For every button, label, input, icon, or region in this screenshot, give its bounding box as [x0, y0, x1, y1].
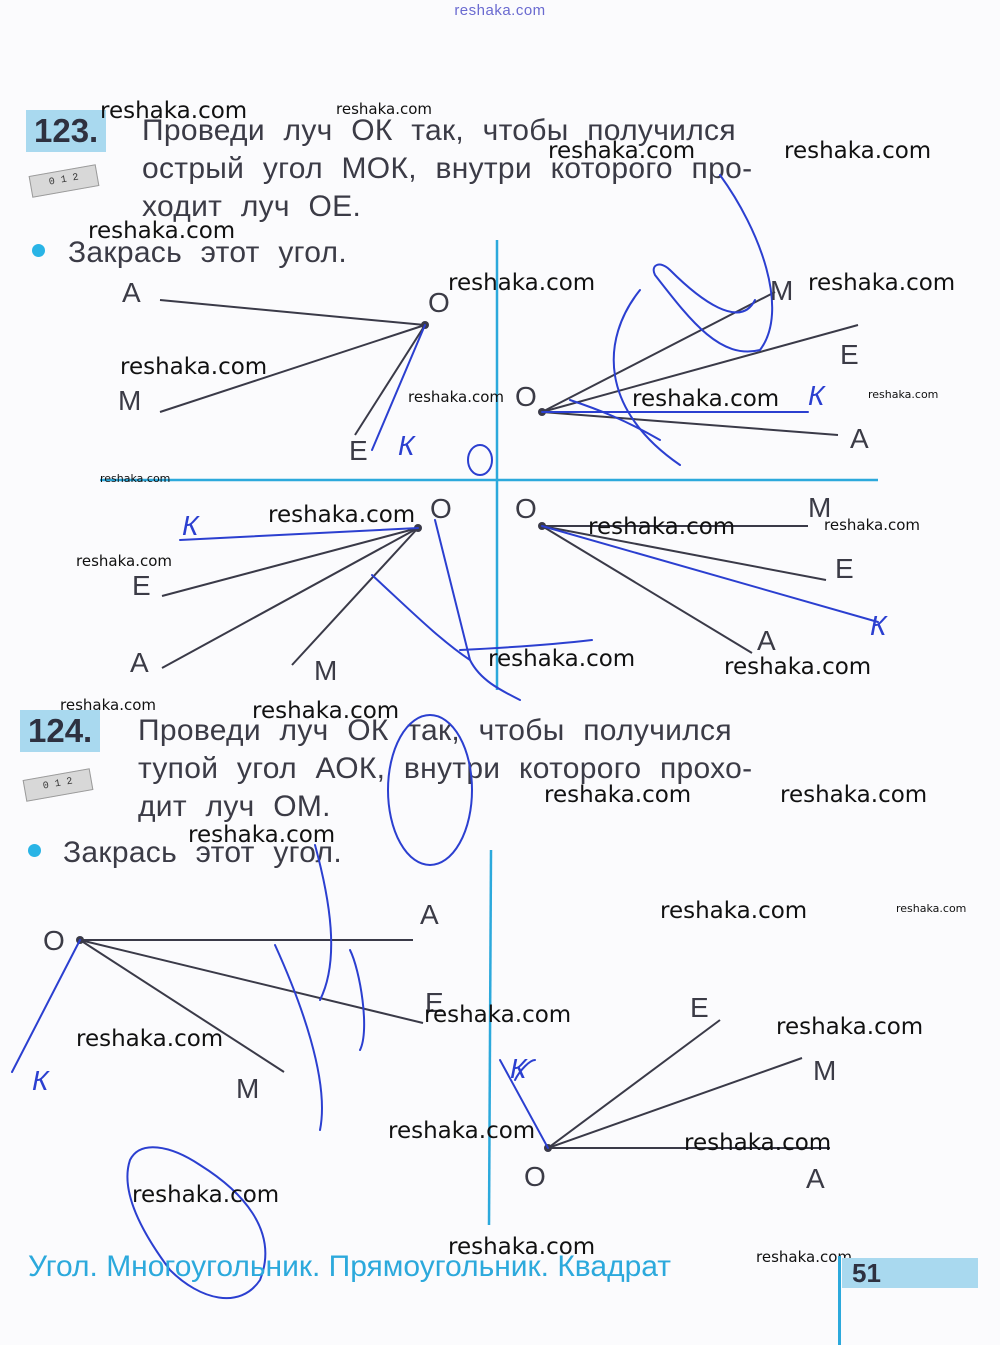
- watermark: reshaka.com: [824, 516, 920, 534]
- watermark: reshaka.com: [488, 646, 636, 672]
- watermark: reshaka.com: [448, 270, 596, 296]
- label-m: М: [118, 385, 141, 416]
- label-m: М: [770, 275, 793, 306]
- watermark: reshaka.com: [588, 514, 736, 540]
- watermark: reshaka.com: [896, 902, 967, 915]
- watermark: reshaka.com: [776, 1014, 924, 1040]
- label-e: Е: [835, 553, 854, 584]
- watermark: reshaka.com: [120, 354, 268, 380]
- task-124-line-2: тупой угол АОК, внутри которого прохо-: [138, 752, 753, 785]
- watermark: reshaka.com: [76, 552, 172, 570]
- watermark: reshaka.com: [684, 1130, 832, 1156]
- label-o: О: [428, 287, 450, 318]
- divider-lines: [100, 240, 878, 1226]
- watermark: reshaka.com: [548, 138, 696, 164]
- label-e: Е: [425, 987, 444, 1018]
- label-m: М: [808, 492, 831, 523]
- label-o: О: [430, 493, 452, 524]
- watermark: reshaka.com: [100, 98, 248, 124]
- bullet-icon: [32, 244, 45, 257]
- label-k: К: [398, 430, 416, 461]
- watermark: reshaka.com: [780, 782, 928, 808]
- watermark: reshaka.com: [784, 138, 932, 164]
- watermark: reshaka.com: [408, 388, 504, 406]
- label-e: Е: [349, 435, 368, 466]
- site-header[interactable]: reshaka.com: [454, 2, 546, 19]
- label-k: К: [870, 610, 888, 641]
- label-k: К: [510, 1053, 528, 1084]
- watermark: reshaka.com: [756, 1248, 852, 1266]
- label-k: К: [32, 1065, 50, 1096]
- label-k: К: [808, 380, 826, 411]
- watermark: reshaka.com: [268, 502, 416, 528]
- label-a: А: [420, 899, 439, 930]
- label-a: А: [130, 647, 149, 678]
- task-124-instruction: Закрась этот угол.: [63, 836, 342, 869]
- point-labels: А О М Е К М Е О А К О К Е А М О М Е А К …: [32, 275, 888, 1194]
- watermark: reshaka.com: [60, 696, 156, 714]
- label-o: О: [524, 1161, 546, 1192]
- watermark: reshaka.com: [868, 388, 939, 401]
- watermark: reshaka.com: [544, 782, 692, 808]
- label-e: Е: [690, 992, 709, 1023]
- task-123-line-2: острый угол МОК, внутри которого про-: [142, 152, 753, 185]
- task-124-line-1: Проведи луч ОК так, чтобы получился: [138, 714, 732, 747]
- watermark: reshaka.com: [100, 472, 171, 485]
- label-k: К: [182, 510, 200, 541]
- watermark: reshaka.com: [660, 898, 808, 924]
- label-e: Е: [840, 339, 859, 370]
- task-124-number: 124.: [20, 710, 101, 752]
- pen-marks: [11, 174, 879, 1299]
- watermark: reshaka.com: [808, 270, 956, 296]
- chapter-title: Угол. Многоугольник. Прямоугольник. Квад…: [28, 1250, 672, 1283]
- watermark: reshaka.com: [88, 218, 236, 244]
- watermark: reshaka.com: [132, 1182, 280, 1208]
- label-a: А: [850, 423, 869, 454]
- watermark: reshaka.com: [388, 1118, 536, 1144]
- label-m: М: [813, 1055, 836, 1086]
- label-m: М: [236, 1073, 259, 1104]
- label-o: О: [43, 925, 65, 956]
- label-a: А: [806, 1163, 825, 1194]
- label-a: А: [122, 277, 141, 308]
- watermark: reshaka.com: [188, 822, 336, 848]
- watermark: reshaka.com: [336, 100, 432, 118]
- watermark: reshaka.com: [424, 1002, 572, 1028]
- watermark: reshaka.com: [76, 1026, 224, 1052]
- bullet-icon: [28, 844, 41, 857]
- page-divider: [838, 1256, 841, 1345]
- label-o: О: [515, 381, 537, 412]
- label-a: А: [757, 625, 776, 656]
- task-123-line-1: Проведи луч ОК так, чтобы получился: [142, 114, 736, 147]
- watermark: reshaka.com: [724, 654, 872, 680]
- watermark: reshaka.com: [632, 386, 780, 412]
- label-e: Е: [132, 570, 151, 601]
- watermark: reshaka.com: [252, 698, 400, 724]
- printed-rays: [79, 291, 859, 1149]
- label-o: О: [515, 493, 537, 524]
- task-123-number: 123.: [26, 110, 107, 152]
- label-m: М: [314, 655, 337, 686]
- watermark: reshaka.com: [448, 1234, 596, 1260]
- task-124-line-3: дит луч ОМ.: [138, 790, 331, 823]
- task-123-line-3: ходит луч ОЕ.: [142, 190, 362, 223]
- page-number: 51: [842, 1258, 978, 1288]
- task-123-instruction: Закрась этот угол.: [68, 236, 347, 269]
